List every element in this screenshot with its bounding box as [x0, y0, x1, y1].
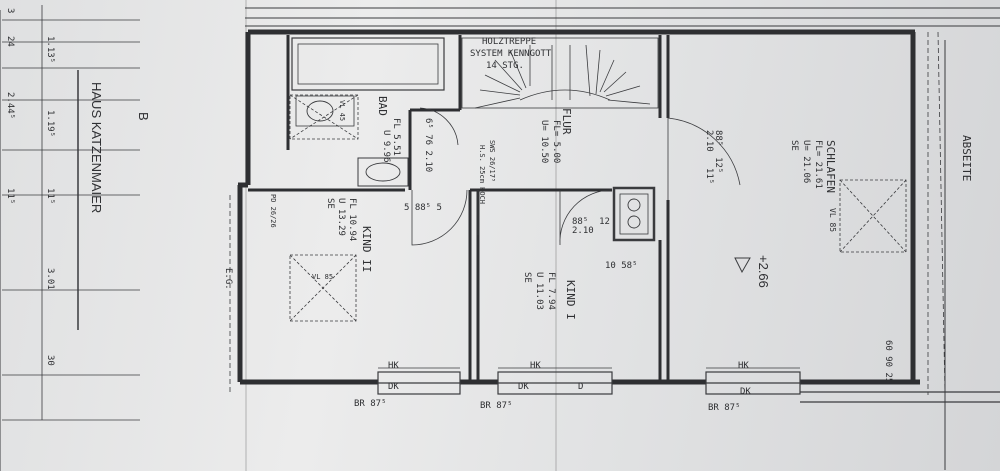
schlafen-right-dims: 60 90 25 [883, 340, 893, 384]
hk-label-mid: HK [530, 361, 541, 371]
left-dim-6: 11⁵ [5, 188, 15, 205]
stairs-label-1: HOLZTREPPE [482, 37, 537, 47]
left-dim-3: 1.13⁵ [45, 36, 55, 64]
section-marker: B [136, 112, 151, 121]
dk-label-mid: DK [518, 382, 529, 392]
elevation-label: +2.66 [756, 255, 771, 288]
bad-u: U 9.96 [381, 130, 391, 163]
flur-u: U= 10.50 [539, 120, 549, 164]
flur-fl: FL= 5.00 [551, 120, 561, 164]
left-dim-7: 11⁵ [45, 188, 55, 205]
stairs-label-3: 14 STG. [486, 61, 524, 71]
dk-label-left: DK [388, 382, 399, 392]
kind1-room-name: KIND I [564, 280, 577, 320]
paper-fold-line [245, 0, 247, 471]
flur-room-name: FLUR [560, 108, 573, 135]
paper-fold-line [555, 0, 557, 471]
left-dim-2: 24 [5, 36, 15, 47]
kind2-door-dims: 5 88⁵ 5 [404, 203, 442, 213]
d-label-mid: D [578, 382, 584, 392]
bad-fl: FL 5.51 [391, 118, 401, 156]
bad-vent: VL 45 [338, 100, 346, 122]
kind1-se: SE [522, 272, 532, 283]
dk-label-right: DK [740, 387, 751, 397]
stairs-label-2: SYSTEM KENNGOTT [470, 49, 552, 59]
kind2-pd: PD 26/26 [269, 194, 277, 228]
kind2-u: U 13.29 [336, 198, 346, 236]
chimney-dims: 10 58⁵ [605, 261, 638, 271]
abseite-label: ABSEITE [960, 135, 973, 182]
hk-label-right: HK [738, 361, 749, 371]
kind2-vent: VL 85 [312, 273, 334, 281]
building-title: HAUS KATZENMAIER [89, 82, 104, 214]
schlafen-door-dims: 88⁵ 12⁵ 2.10 11⁵ [704, 130, 723, 185]
window-mid-width: BR 87⁵ [480, 401, 513, 411]
bad-door-dims: 6⁵ 76 2.10 [423, 118, 433, 173]
level-label: E.G. [223, 268, 233, 290]
left-dim-5: 1.19⁵ [45, 110, 55, 138]
flur-sws: SWS 26/17⁵ [488, 140, 496, 183]
left-dim-9: 30 [45, 355, 55, 366]
left-dim-1: 3 [5, 8, 15, 14]
kind2-room-name: KIND II [360, 226, 373, 273]
kind1-u: U 11.03 [534, 272, 544, 310]
flur-hs: H.S. 25cm HOCH [478, 145, 486, 205]
kind1-door-dims: 88⁵ 12 2.10 [572, 217, 610, 236]
bad-room-name: BAD [376, 96, 389, 116]
kind1-fl: FL 7.94 [546, 272, 556, 310]
schlafen-u: U= 21.06 [801, 140, 811, 184]
left-dim-4: 2.44⁵ [5, 92, 15, 120]
schlafen-se: SE [789, 140, 799, 151]
kind2-se: SE [325, 198, 335, 209]
schlafen-room-name: SCHLAFEN [824, 140, 837, 193]
kind2-fl: FL 10.94 [347, 198, 357, 242]
schlafen-fl: FL= 21.61 [813, 140, 823, 189]
window-left-width: BR 87⁵ [354, 399, 387, 409]
window-right-width: BR 87⁵ [708, 403, 741, 413]
hk-label-left: HK [388, 361, 399, 371]
schlafen-vent: VL 85 [828, 208, 837, 233]
left-dim-8: 3.01 [45, 268, 55, 290]
